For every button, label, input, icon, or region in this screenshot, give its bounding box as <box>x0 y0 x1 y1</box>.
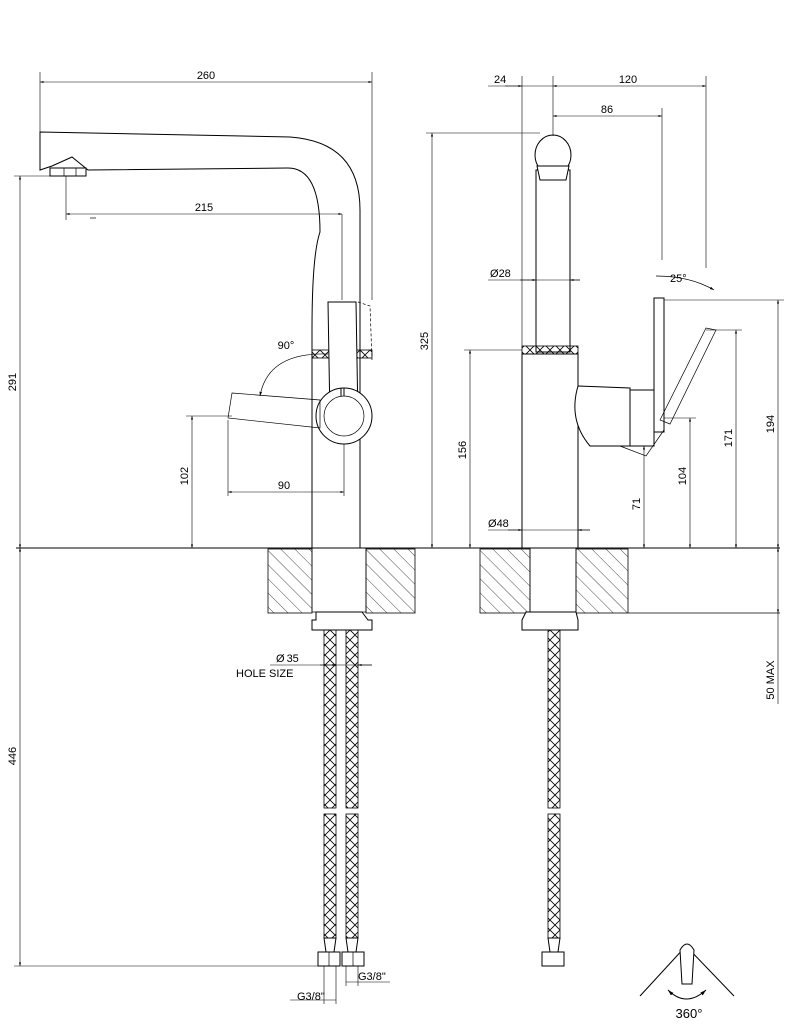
side-lever-tilted <box>659 327 717 425</box>
label-102: 102 <box>179 467 191 485</box>
side-hose-lower <box>547 813 561 939</box>
lever-rotated <box>227 392 321 429</box>
diameter-48-label: Ø48 <box>488 518 509 530</box>
thread-label-left: G3/8" <box>297 991 325 1003</box>
label-86: 86 <box>601 104 613 116</box>
side-mount-nut <box>521 611 579 631</box>
side-collar <box>521 345 579 355</box>
side-hatch-right <box>575 548 629 614</box>
label-120: 120 <box>619 74 637 86</box>
hose-left-lower <box>323 813 337 939</box>
front-view <box>39 131 373 549</box>
diameter-28-label: Ø28 <box>490 268 511 280</box>
hole-diameter-value: 35 <box>287 653 299 665</box>
label-260: 260 <box>197 70 215 82</box>
lever-hub <box>315 387 373 445</box>
side-fitting <box>541 951 565 967</box>
front-hoses <box>290 547 390 1004</box>
diameter-symbol: Ø <box>276 653 285 665</box>
label-156: 156 <box>457 441 469 459</box>
label-104: 104 <box>677 467 689 485</box>
diameter-48-value: 48 <box>497 518 509 530</box>
label-71: 71 <box>631 498 643 510</box>
label-90-degrees: 90° <box>278 340 295 352</box>
label-325: 325 <box>419 332 431 350</box>
rotation-arrow-icon <box>639 943 735 1000</box>
front-dimensions <box>14 72 373 967</box>
label-24: 24 <box>494 74 506 86</box>
side-body <box>521 353 579 549</box>
label-215: 215 <box>195 202 213 214</box>
thread-label-right: G3/8" <box>358 971 386 983</box>
label-90: 90 <box>278 480 290 492</box>
side-spout-column <box>535 169 571 353</box>
label-194: 194 <box>765 415 777 433</box>
countertop <box>16 547 780 614</box>
side-lever-plate <box>653 297 665 433</box>
hose-right-lower <box>345 813 359 939</box>
side-cartridge <box>574 385 631 447</box>
side-hose-upper <box>547 629 561 809</box>
diameter-symbol: Ø <box>490 268 499 280</box>
hose-right-upper <box>345 629 359 809</box>
hose-left-upper <box>323 629 337 809</box>
left-hatch-right <box>365 548 416 614</box>
side-view <box>521 134 717 549</box>
mount-nut <box>311 611 373 631</box>
label-360-degrees: 360° <box>676 1006 703 1021</box>
diameter-symbol: Ø <box>488 518 497 530</box>
aerator <box>49 167 87 177</box>
side-lever-hub <box>629 389 655 447</box>
label-446: 446 <box>7 747 19 765</box>
label-50-max: 50 MAX <box>765 660 777 700</box>
side-hatch-left <box>479 548 531 614</box>
hole-size-label: HOLE SIZE <box>236 668 293 680</box>
side-dimensions <box>426 76 784 704</box>
left-hatch-left <box>267 548 313 614</box>
spout <box>39 131 361 549</box>
label-171: 171 <box>723 429 735 447</box>
diameter-28-value: 28 <box>499 268 511 280</box>
label-25-degrees: 25° <box>670 273 687 285</box>
label-291: 291 <box>7 373 19 391</box>
side-hoses <box>521 547 579 967</box>
